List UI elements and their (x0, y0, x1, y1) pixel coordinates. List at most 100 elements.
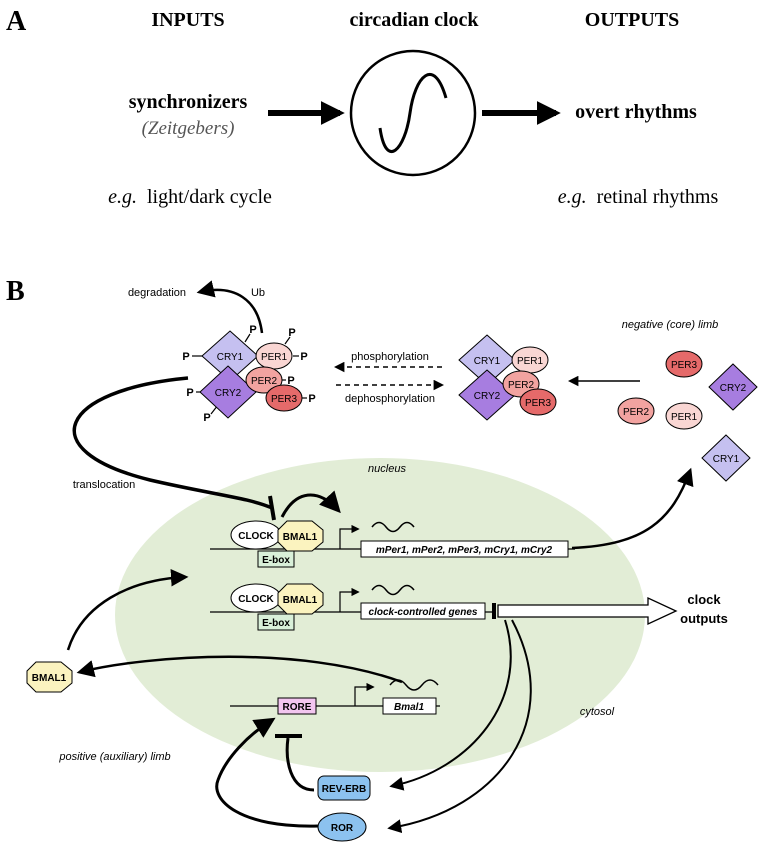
mrna-wave (371, 584, 415, 596)
ccg-gene-row: E-box CLOCK BMAL1 clock-controlled genes (210, 583, 496, 631)
mrna-wave (371, 521, 415, 533)
per2-oval (617, 397, 655, 425)
cry2-diamond (708, 363, 758, 411)
zeitgebers-label: (Zeitgebers) (142, 118, 235, 139)
phosphate-label: P (288, 327, 295, 339)
rore-box (277, 697, 317, 715)
rev-erb-label: REV-ERB (322, 784, 366, 795)
phosphate-label: P (300, 351, 307, 363)
translocation-inhibit-bar (268, 495, 276, 521)
cry2-label: CRY2 (215, 388, 242, 399)
per1-label: PER1 (261, 352, 288, 363)
bmal1-gene-label: Bmal1 (394, 702, 424, 713)
translocation-arrow (72, 376, 273, 510)
bmal1-gene-row: RORE Bmal1 (230, 679, 440, 715)
per1-oval (665, 402, 703, 430)
mrna-wave (389, 679, 439, 691)
cry1-diamond (701, 434, 751, 482)
inputs-header: INPUTS (151, 9, 224, 31)
outputs-header: OUTPUTS (585, 9, 679, 31)
per-cry-gene-label: mPer1, mPer2, mPer3, mCry1, mCry2 (376, 545, 553, 556)
panel-a: A INPUTS circadian clock OUTPUTS synchro… (6, 6, 718, 208)
transcription-start-arrow (354, 682, 375, 706)
eg-input-line: e.g. light/dark cycle (108, 186, 272, 208)
activation-arrow (280, 490, 341, 518)
cry1-label: CRY1 (217, 352, 244, 363)
rev-erb-box (317, 775, 371, 801)
clock-label: CLOCK (238, 594, 274, 605)
eg-output-text: retinal rhythms (597, 186, 719, 208)
synchronizers-label: synchronizers (129, 91, 248, 113)
ebox-box (257, 613, 295, 631)
free-proteins: PER3 CRY2 PER2 PER1 CRY1 (617, 350, 758, 482)
degradation-label: degradation (128, 287, 186, 299)
per-cry-gene-box (360, 540, 569, 558)
ebox-box (257, 550, 295, 568)
phosphate-label: P (203, 412, 210, 424)
per3-oval (265, 384, 303, 412)
bmal1-return-arrow (76, 655, 403, 684)
per2-oval (245, 366, 283, 394)
bmal1-label: BMAL1 (32, 673, 67, 684)
per3-oval (665, 350, 703, 378)
cry1-label: CRY1 (474, 356, 501, 367)
per2-label: PER2 (623, 407, 650, 418)
ccg-gene-box (360, 602, 486, 620)
rev-erb-repression (285, 737, 315, 792)
eg-output-line: e.g. retinal rhythms (558, 186, 719, 208)
phosphorylated-complex: CRY1 CRY2 PER1 PER2 PER3 P P P P P P P P (182, 324, 315, 424)
ub-label: Ub (251, 287, 265, 299)
bmal1-label: BMAL1 (283, 595, 318, 606)
cry1-label: CRY1 (713, 454, 740, 465)
clock-label: CLOCK (238, 531, 274, 542)
clock-outputs-label-line1: clock (687, 592, 721, 607)
bmal1-gene-box (382, 697, 437, 715)
phospho-bond (284, 336, 291, 345)
panel-a-letter: A (6, 6, 27, 37)
per-cry-gene-row: E-box CLOCK BMAL1 mPer1, mPer2, mPer3, m… (210, 520, 575, 568)
rore-label: RORE (283, 702, 312, 713)
panel-b: B nucleus cytosol negative (core) limb p… (6, 276, 758, 842)
per3-label: PER3 (271, 394, 298, 405)
ror-output-arrow (387, 619, 532, 834)
clock-outputs-arrow (497, 596, 678, 626)
ror-label: ROR (331, 823, 354, 834)
ror-activation-arrow (215, 717, 319, 828)
eg-output-prefix: e.g. (558, 186, 587, 208)
per2-label: PER2 (251, 376, 278, 387)
per3-label: PER3 (671, 360, 698, 371)
phospho-bond (244, 333, 251, 343)
phosphate-label: P (287, 375, 294, 387)
rev-erb-output-arrow (389, 619, 512, 791)
transcription-start-arrow (339, 587, 360, 612)
cytosol-label: cytosol (580, 706, 615, 718)
per-cry-translation-arrow (571, 467, 694, 550)
bmal1-octagon (26, 661, 73, 693)
phosphate-label: P (186, 387, 193, 399)
clock-outputs-label-line2: outputs (680, 611, 728, 626)
panel-b-letter: B (6, 276, 25, 307)
overt-rhythms-label: overt rhythms (575, 101, 697, 123)
eg-input-text: light/dark cycle (147, 186, 272, 208)
dephosphorylation-label: dephosphorylation (345, 393, 435, 405)
ebox-label: E-box (262, 618, 290, 629)
bmal1-octagon (277, 520, 324, 552)
per1-label: PER1 (671, 412, 698, 423)
bmal1-import-arrow (66, 569, 189, 651)
ccg-gene-label: clock-controlled genes (369, 607, 478, 618)
nucleus-label: nucleus (368, 463, 406, 475)
cry2-label: CRY2 (720, 383, 747, 394)
translocation-label: translocation (73, 479, 135, 491)
per2-label: PER2 (508, 380, 535, 391)
clock-circle (349, 49, 477, 177)
phosphate-label: P (182, 351, 189, 363)
phosphate-label: P (249, 324, 256, 336)
gene-end-block (492, 603, 496, 619)
negative-limb-label: negative (core) limb (622, 319, 719, 331)
per3-oval (519, 388, 557, 416)
transcription-start-arrow (339, 524, 360, 549)
phosphorylation-label: phosphorylation (351, 351, 429, 363)
per1-label: PER1 (517, 356, 544, 367)
positive-limb-label: positive (auxiliary) limb (58, 751, 170, 763)
